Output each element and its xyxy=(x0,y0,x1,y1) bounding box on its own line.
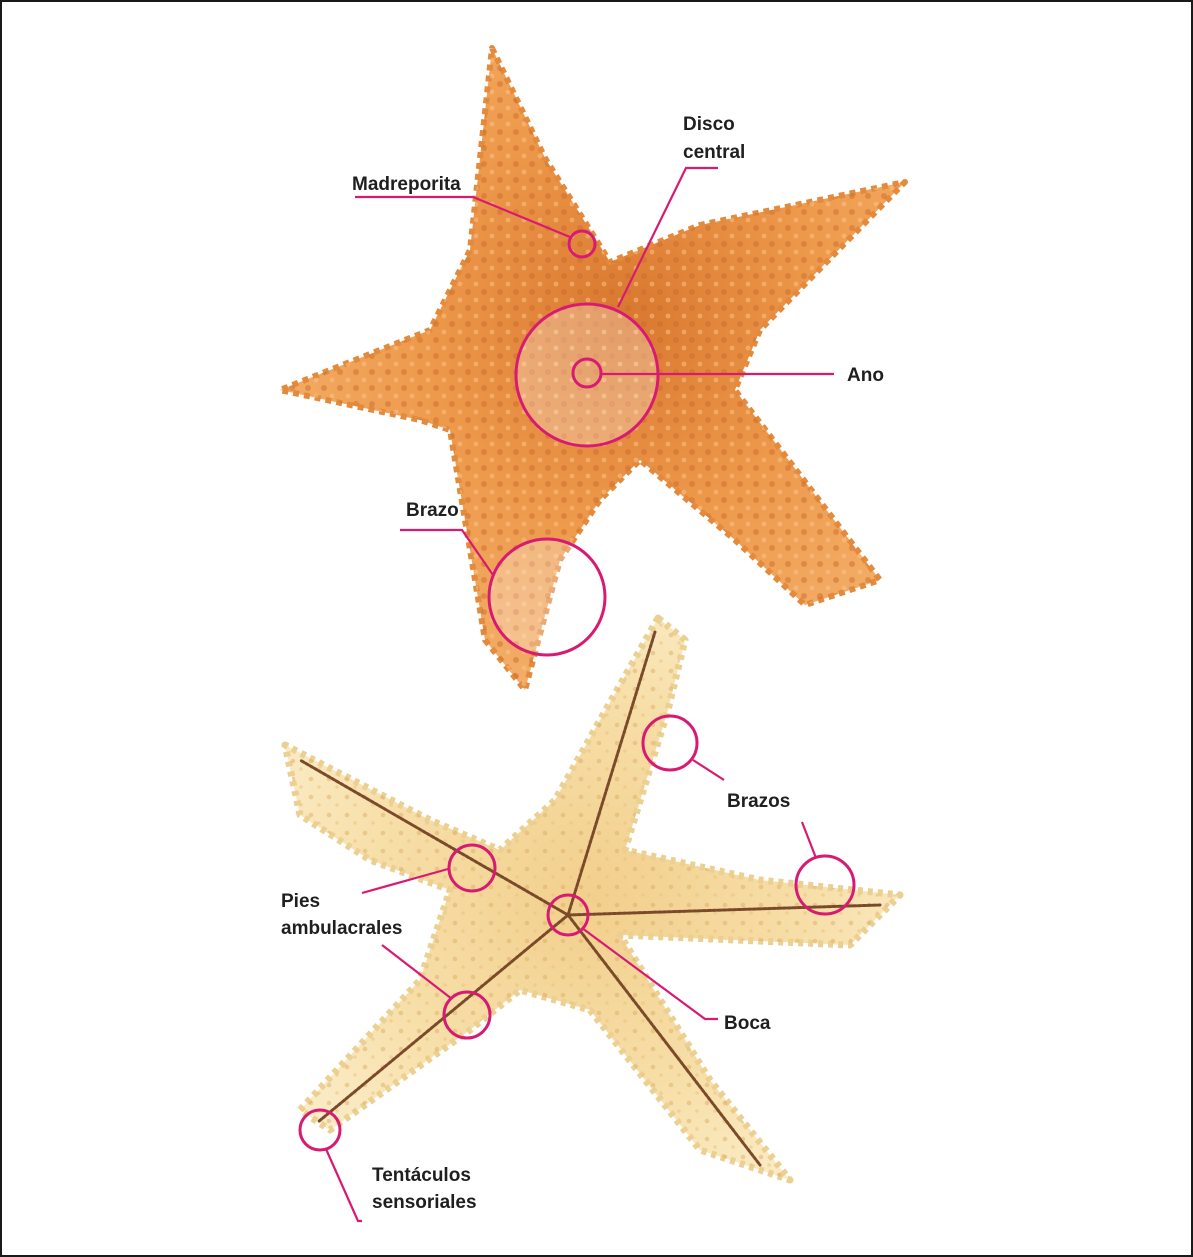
label-sensory-tentacles-line1: Tentáculos xyxy=(372,1165,471,1186)
label-anus: Ano xyxy=(847,365,884,386)
label-tube-feet-line2: ambulacrales xyxy=(281,918,402,939)
ventral-starfish-image xyxy=(285,618,900,1180)
arms-leader-top xyxy=(693,760,724,780)
sensory-tentacle-leader xyxy=(326,1149,362,1221)
label-sensory-tentacles-line2: sensoriales xyxy=(372,1192,477,1213)
label-madreporite: Madreporita xyxy=(352,174,461,195)
label-central-disc-line1: Disco xyxy=(683,114,735,135)
label-tube-feet-line1: Pies xyxy=(281,891,320,912)
label-arm: Brazo xyxy=(406,500,459,521)
label-mouth: Boca xyxy=(724,1013,771,1034)
label-central-disc-line2: central xyxy=(683,142,745,163)
arms-leader-right xyxy=(802,822,816,858)
label-arms: Brazos xyxy=(727,791,790,812)
arm-highlight xyxy=(489,539,605,655)
